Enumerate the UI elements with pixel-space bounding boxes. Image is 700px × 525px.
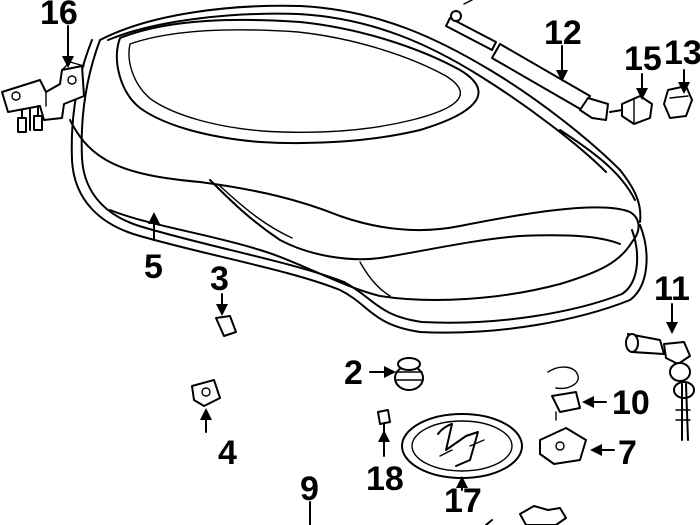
callout-9: 9 (300, 470, 319, 508)
callout-18: 18 (366, 460, 404, 498)
lock-cylinder-part (625, 333, 695, 441)
emblem-part (401, 413, 523, 479)
leader-lines (62, 25, 690, 521)
actuator-part (609, 95, 653, 125)
callout-4: 4 (218, 434, 237, 472)
hinge-part (1, 61, 85, 133)
callout-2: 2 (344, 354, 363, 392)
gas-strut-part (445, 0, 609, 121)
clip-part (191, 379, 221, 407)
bottom-partial-part (309, 505, 567, 525)
cap-part (663, 85, 693, 119)
callout-16: 16 (40, 0, 78, 32)
callout-7: 7 (618, 434, 637, 472)
callout-12: 12 (544, 14, 582, 52)
callout-labels: 16 12 15 13 5 3 11 2 10 4 7 18 17 9 (40, 0, 700, 520)
callout-11: 11 (654, 270, 690, 308)
trunk-lid (69, 4, 648, 334)
callout-3: 3 (210, 260, 229, 298)
callout-13: 13 (664, 34, 700, 72)
stopper-part (394, 357, 424, 391)
callout-5: 5 (144, 248, 163, 286)
callout-15: 15 (624, 40, 662, 78)
latch-rod-part (547, 366, 581, 421)
callout-10: 10 (612, 384, 650, 422)
bumper-part (215, 315, 237, 337)
bracket-part (539, 427, 587, 465)
callout-17: 17 (444, 482, 482, 520)
